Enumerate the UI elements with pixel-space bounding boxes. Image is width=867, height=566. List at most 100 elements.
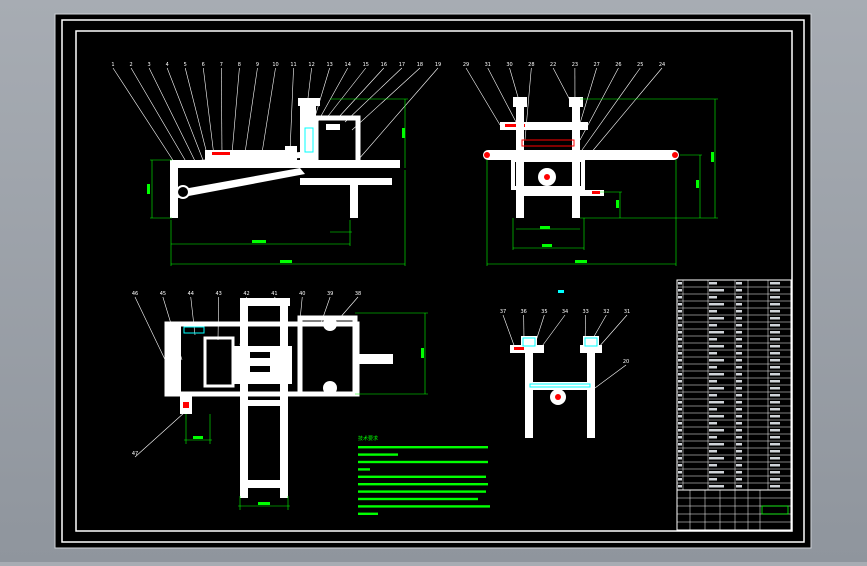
table-cell-mark (678, 303, 682, 306)
table-cell-mark (678, 478, 682, 481)
table-cell-mark (770, 366, 780, 369)
table-cell-mark (736, 338, 742, 341)
balloon-label: 38 (355, 291, 361, 297)
table-cell-mark (736, 415, 742, 418)
balloon-label: 24 (659, 62, 665, 68)
table-cell-mark (736, 457, 742, 460)
table-cell-mark (736, 394, 742, 397)
balloon-label: 19 (435, 62, 441, 68)
table-cell-mark (678, 471, 682, 474)
table-cell-mark (678, 324, 682, 327)
table-cell-mark (709, 380, 717, 383)
table-cell-mark (770, 282, 780, 285)
table-cell-mark (770, 429, 780, 432)
table-cell-mark (736, 331, 742, 334)
table-cell-mark (709, 387, 724, 390)
table-cell-mark (678, 359, 682, 362)
balloon-label: 1 (111, 62, 114, 68)
table-cell-mark (709, 373, 724, 376)
table-cell-mark (770, 310, 780, 313)
table-cell-mark (678, 443, 682, 446)
table-cell-mark (736, 352, 742, 355)
balloon-label: 28 (528, 62, 534, 68)
table-cell-mark (736, 436, 742, 439)
table-cell-mark (709, 324, 717, 327)
balloon-label: 12 (308, 62, 314, 68)
table-cell-mark (709, 464, 717, 467)
balloon-label: 26 (615, 62, 621, 68)
plan-track-left (240, 298, 248, 498)
table-cell-mark (709, 338, 717, 341)
balloon-label: 25 (637, 62, 643, 68)
table-cell-mark (678, 450, 682, 453)
balloon-label: 35 (541, 309, 547, 315)
balloon-label: 33 (582, 309, 588, 315)
section-marker (558, 290, 564, 293)
balloon-label: 29 (463, 62, 469, 68)
table-cell-mark (736, 345, 742, 348)
gripper-jaw-icon (323, 317, 337, 331)
balloon-label: 27 (593, 62, 599, 68)
table-cell-mark (736, 303, 742, 306)
table-cell-mark (709, 485, 724, 488)
right-leg (350, 185, 358, 218)
table-cell-mark (770, 471, 780, 474)
table-cell-mark (678, 296, 682, 299)
table-cell-mark (770, 324, 780, 327)
table-cell-mark (709, 471, 724, 474)
balloon-label: 47 (132, 451, 138, 457)
note-line (358, 513, 378, 515)
table-cell-mark (770, 338, 780, 341)
balloon-label: 10 (272, 62, 278, 68)
left-post-cap (513, 97, 527, 107)
table-cell-mark (770, 331, 780, 334)
balloon-label: 30 (506, 62, 512, 68)
table-cell-mark (736, 359, 742, 362)
table-cell-mark (736, 429, 742, 432)
table-cell-mark (770, 478, 780, 481)
drawing-sheet (55, 14, 811, 548)
section-wheel-hub (555, 394, 561, 400)
table-cell-mark (770, 345, 780, 348)
lower-rail (300, 178, 392, 185)
table-cell-mark (709, 310, 717, 313)
table-cell-mark (709, 289, 724, 292)
table-cell-mark (770, 387, 780, 390)
table-cell-mark (736, 387, 742, 390)
table-cell-mark (770, 359, 780, 362)
table-cell-mark (678, 366, 682, 369)
reducer-slot-b (250, 366, 270, 372)
table-cell-mark (770, 394, 780, 397)
balloon-label: 2 (129, 62, 132, 68)
table-cell-mark (709, 450, 717, 453)
table-cell-mark (678, 408, 682, 411)
balloon-label: 22 (550, 62, 556, 68)
table-cell-mark (678, 394, 682, 397)
table-cell-mark (678, 310, 682, 313)
balloon-label: 42 (243, 291, 249, 297)
table-cell-mark (678, 338, 682, 341)
table-cell-mark (709, 359, 724, 362)
notes-heading: 技术要求 (358, 435, 378, 442)
balloon-label: 5 (184, 62, 187, 68)
table-cell-mark (709, 282, 717, 285)
note-line (358, 505, 490, 507)
balloon-label: 34 (562, 309, 568, 315)
balloon-label: 43 (215, 291, 221, 297)
table-cell-mark (709, 352, 717, 355)
table-cell-mark (736, 443, 742, 446)
balloon-label: 9 (256, 62, 259, 68)
table-cell-mark (770, 485, 780, 488)
note-line (358, 476, 486, 478)
table-cell-mark (736, 310, 742, 313)
balloon-label: 7 (220, 62, 223, 68)
table-cell-mark (736, 471, 742, 474)
balloon-label: 14 (345, 62, 351, 68)
table-cell-mark (678, 380, 682, 383)
note-line (358, 483, 488, 485)
table-cell-mark (709, 345, 724, 348)
table-cell-mark (736, 296, 742, 299)
note-line (358, 498, 478, 500)
